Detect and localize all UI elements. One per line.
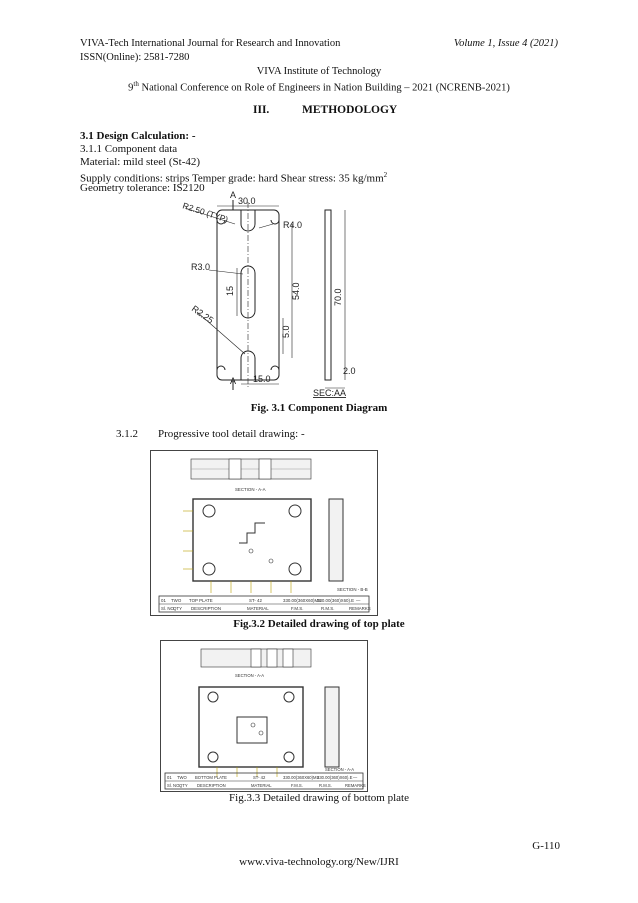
- subsection-text: Progressive tool detail drawing: -: [158, 428, 305, 440]
- svg-text:330.00(360X60)MS: 330.00(360X60)MS: [283, 775, 320, 780]
- svg-text:QTY: QTY: [173, 606, 182, 611]
- label-r225: R2.25: [190, 303, 215, 325]
- label-15-0: 15.0: [253, 374, 271, 384]
- svg-text:F.M.S.: F.M.S.: [291, 606, 303, 611]
- svg-text:TOP PLATE: TOP PLATE: [189, 598, 213, 603]
- svg-text:DESCRIPTION: DESCRIPTION: [191, 606, 221, 611]
- conference-line: 9th National Conference on Role of Engin…: [0, 80, 638, 94]
- section-right-label: SECTION - B-B: [337, 587, 368, 592]
- section-top-label: SECTION - A-A: [235, 487, 266, 492]
- label-15: 15: [225, 286, 235, 296]
- svg-text:330.00(360)X60).E: 330.00(360)X60).E: [317, 775, 353, 780]
- main-plate: [198, 686, 304, 768]
- section-title: METHODOLOGY: [302, 104, 398, 116]
- footer-url: www.viva-technology.org/New/IJRI: [239, 856, 399, 868]
- svg-text:QTY: QTY: [179, 783, 188, 788]
- volume-issue: Volume 1, Issue 4 (2021): [453, 38, 558, 49]
- geometry-line: Geometry tolerance: IS2120: [80, 182, 205, 194]
- top-keyhole: [240, 210, 256, 232]
- main-plate: [192, 498, 312, 582]
- svg-text:REMARKS: REMARKS: [349, 606, 371, 611]
- side-view: [324, 209, 332, 381]
- label-r40: R4.0: [283, 220, 302, 230]
- svg-text:R.M.S.: R.M.S.: [321, 606, 334, 611]
- label-70: 70.0: [333, 288, 343, 306]
- conference-text: National Conference on Role of Engineers…: [138, 82, 510, 94]
- top-plate-drawing: SECTION - A-A SECTION - B-B 01 TWO TOP P…: [150, 450, 378, 616]
- fig33-caption: Fig.3.3 Detailed drawing of bottom plate: [229, 792, 409, 804]
- svg-text:330.00(360)X60).E: 330.00(360)X60).E: [317, 598, 354, 603]
- svg-text:—: —: [356, 598, 361, 603]
- conference-suffix: th: [133, 80, 139, 88]
- svg-text:ST- 42: ST- 42: [253, 775, 266, 780]
- svg-text:330.00(360X60)MS: 330.00(360X60)MS: [283, 598, 321, 603]
- journal-title: VIVA-Tech International Journal for Rese…: [80, 38, 341, 49]
- institute-name: VIVA Institute of Technology: [256, 66, 382, 77]
- section-number: III.: [253, 104, 270, 116]
- notch-bl: [216, 365, 226, 371]
- subsection-number: 3.1.2: [116, 428, 138, 440]
- svg-text:—: —: [353, 775, 358, 780]
- issn: ISSN(Online): 2581-7280: [80, 52, 190, 63]
- svg-text:ST- 42: ST- 42: [249, 598, 262, 603]
- svg-text:BOTTOM PLATE: BOTTOM PLATE: [195, 775, 227, 780]
- label-sec-aa: SEC:AA: [313, 388, 346, 398]
- label-54: 54.0: [291, 282, 301, 300]
- svg-text:Sl. NO.: Sl. NO.: [167, 783, 181, 788]
- notch-tr: [270, 219, 280, 225]
- label-r250: R2.50 (TYP): [181, 200, 229, 224]
- design-heading: 3.1 Design Calculation: -: [80, 130, 196, 142]
- section-right-label: SECTION - A-A: [325, 767, 354, 772]
- svg-text:DESCRIPTION: DESCRIPTION: [197, 783, 226, 788]
- label-30: 30.0: [238, 196, 256, 206]
- svg-text:REMARKS: REMARKS: [345, 783, 366, 788]
- svg-text:R.M.S.: R.M.S.: [319, 783, 332, 788]
- conference-number: 9: [128, 82, 134, 94]
- label-r30: R3.0: [191, 262, 210, 272]
- label-5: 5.0: [281, 325, 291, 338]
- right-section: [328, 498, 344, 582]
- bottom-plate-drawing: SECTION - A-A SECTION - A-A 01 TWO BOTTO…: [160, 640, 368, 792]
- label-a-top: A: [230, 190, 236, 200]
- supply-sup: 2: [383, 171, 388, 179]
- fig31-caption: Fig. 3.1 Component Diagram: [250, 402, 388, 414]
- material-line: Material: mild steel (St-42): [80, 156, 201, 168]
- component-data-heading: 3.1.1 Component data: [80, 143, 178, 155]
- notch-br: [270, 365, 280, 371]
- svg-text:TWO: TWO: [177, 775, 188, 780]
- label-2: 2.0: [343, 366, 356, 376]
- svg-text:MATERIAL: MATERIAL: [251, 783, 272, 788]
- svg-text:TWO: TWO: [171, 598, 182, 603]
- svg-text:Sl. NO.: Sl. NO.: [161, 606, 175, 611]
- supply-line: Supply conditions: strips Temper grade: …: [80, 169, 387, 186]
- svg-text:01: 01: [167, 775, 172, 780]
- svg-text:F.M.S.: F.M.S.: [291, 783, 303, 788]
- component-diagram: A R2.50 (TYP) 30.0 R4.0 R3.0 15 54.0 5.0…: [181, 190, 356, 398]
- page-number: G-110: [532, 840, 560, 852]
- section-top-label: SECTION - A-A: [235, 673, 264, 678]
- label-a-bottom: A: [230, 376, 236, 386]
- supply-text: Supply conditions: strips Temper grade: …: [80, 172, 384, 185]
- svg-text:01: 01: [161, 598, 166, 603]
- right-section: [324, 686, 340, 768]
- svg-text:MATERIAL: MATERIAL: [247, 606, 269, 611]
- fig32-caption: Fig.3.2 Detailed drawing of top plate: [233, 618, 405, 630]
